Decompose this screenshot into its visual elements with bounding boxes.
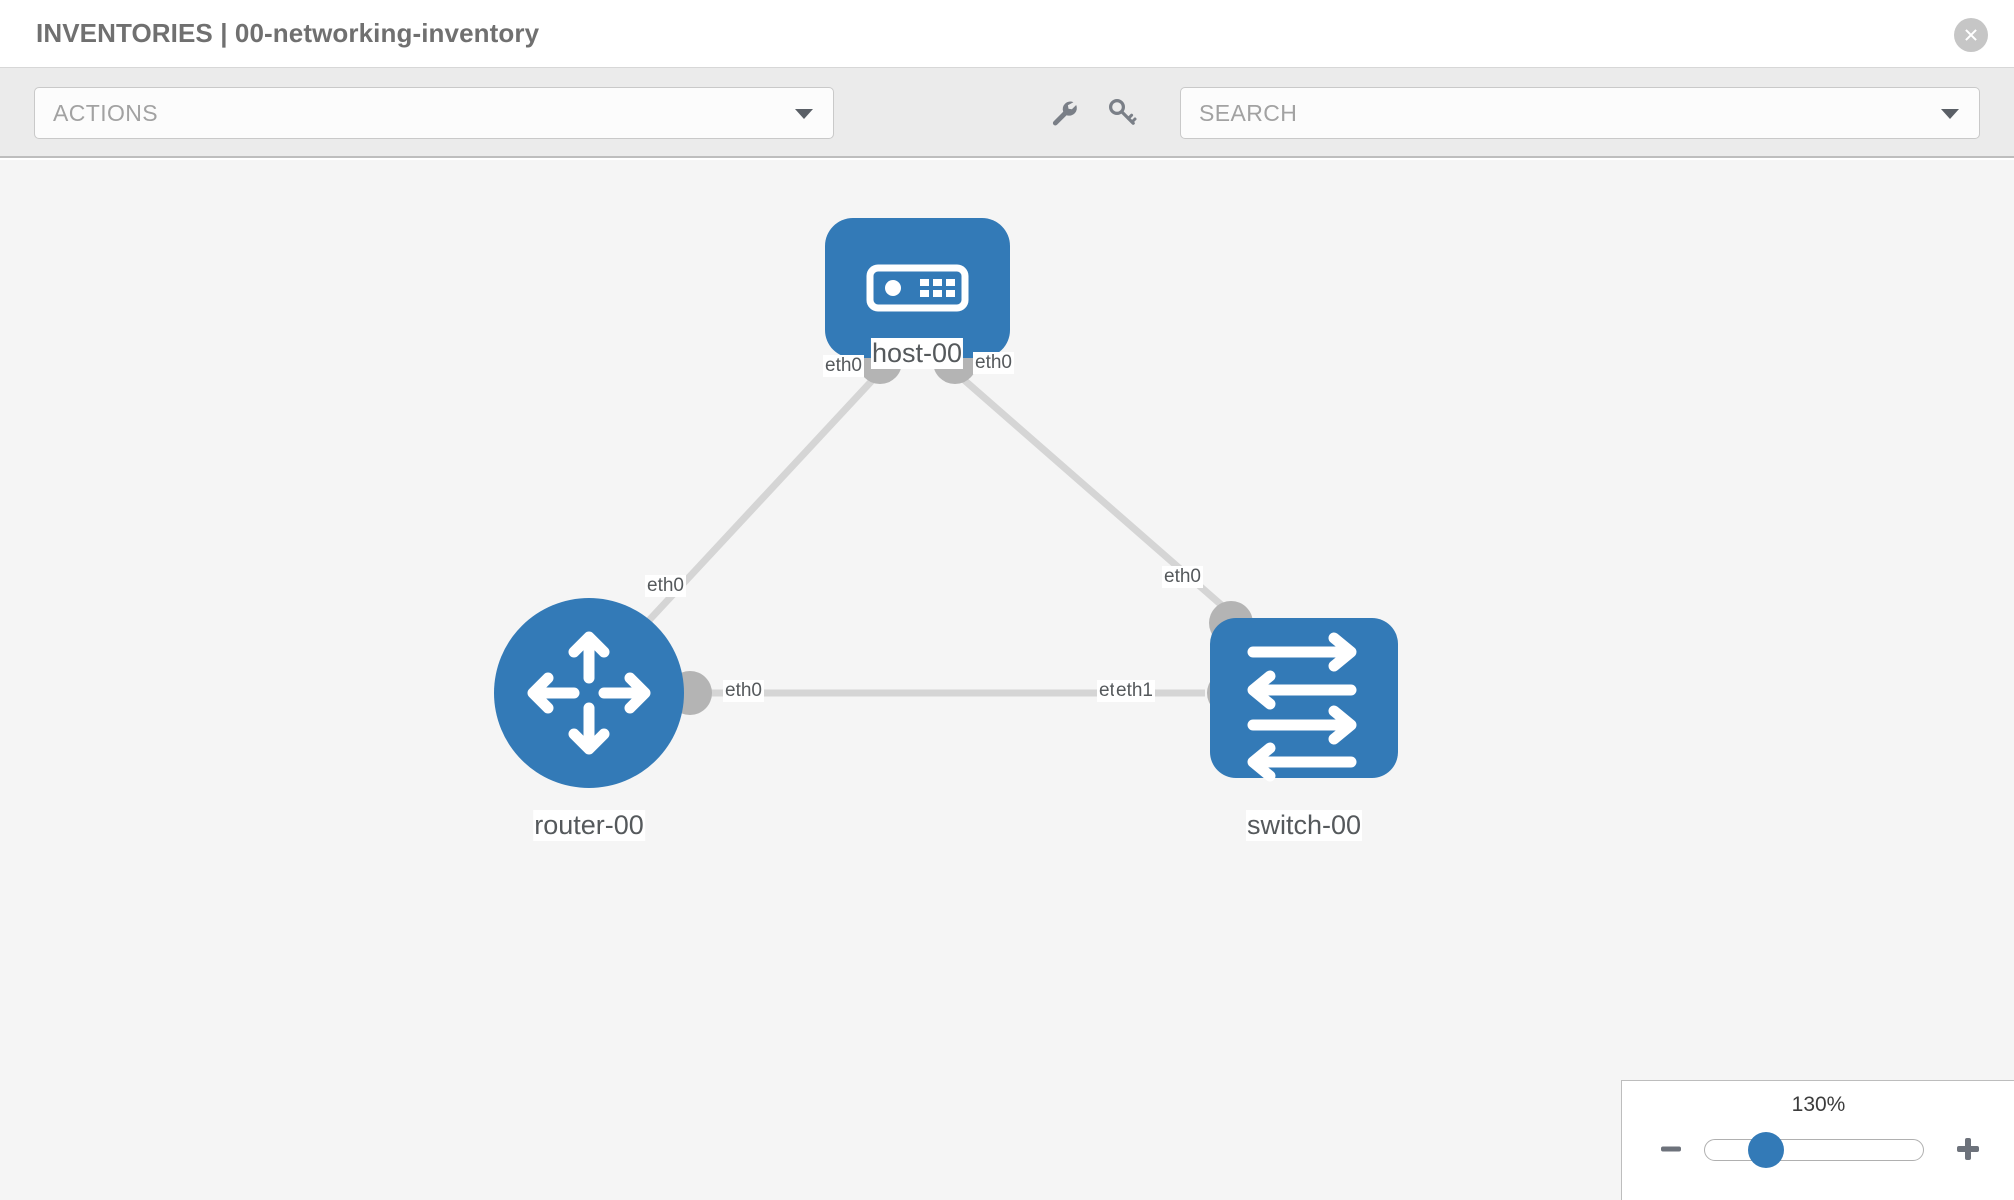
actions-dropdown[interactable]: ACTIONS (34, 87, 834, 139)
host-00-body[interactable] (825, 218, 1010, 358)
topology-graph (494, 218, 1398, 788)
key-icon (1108, 98, 1137, 125)
topology-toolbar: ACTIONS (0, 68, 2014, 158)
search-box[interactable] (1180, 87, 1980, 139)
zoom-in-button[interactable] (1952, 1133, 1984, 1165)
zoom-slider-track[interactable] (1704, 1139, 1924, 1161)
topology-connectors (668, 340, 1253, 715)
key-button[interactable] (1104, 94, 1140, 130)
router-arrows-icon (527, 631, 651, 755)
actions-dropdown-label: ACTIONS (53, 99, 159, 126)
iface-label-switch00-eth0-up[interactable]: eth0 (1162, 566, 1203, 588)
node-host-00[interactable] (825, 218, 1010, 358)
topology-canvas[interactable]: host-00 router-00 switch-00 eth0 eth0 et… (0, 160, 2014, 1200)
chevron-down-icon (795, 109, 813, 119)
zoom-slider-thumb[interactable] (1748, 1132, 1784, 1168)
close-button[interactable] (1954, 18, 1988, 52)
plus-icon (1957, 1138, 1979, 1160)
search-input[interactable] (1199, 99, 1899, 127)
node-router-00[interactable] (494, 598, 684, 788)
zoom-control-panel: 130% (1621, 1080, 2014, 1200)
node-label-host-00[interactable]: host-00 (870, 338, 964, 369)
node-label-switch-00[interactable]: switch-00 (1245, 810, 1363, 841)
node-label-router-00[interactable]: router-00 (533, 810, 645, 841)
server-icon (866, 264, 969, 312)
node-switch-00[interactable] (1210, 618, 1398, 782)
topology-links (637, 369, 1253, 697)
wrench-icon (1052, 101, 1077, 126)
close-icon (1965, 29, 1977, 41)
wrench-button[interactable] (1046, 94, 1082, 130)
switch-00-body[interactable] (1210, 618, 1398, 778)
iface-label-router00-eth0-up[interactable]: eth0 (645, 575, 686, 597)
minus-icon (1661, 1146, 1681, 1152)
zoom-percent-label: 130% (1791, 1093, 1846, 1116)
page-title: INVENTORIES | 00-networking-inventory (36, 18, 540, 48)
iface-label-router00-eth0-right[interactable]: eth0 (723, 680, 764, 702)
zoom-out-button[interactable] (1655, 1133, 1687, 1165)
link-host00-switch00[interactable] (952, 369, 1253, 633)
iface-label-host00-eth0-right[interactable]: eth0 (973, 352, 1014, 374)
router-00-body[interactable] (494, 598, 684, 788)
iface-label-host00-eth0-left[interactable]: eth0 (823, 355, 864, 377)
search-chevron-down-icon[interactable] (1941, 109, 1959, 119)
page-header: INVENTORIES | 00-networking-inventory (0, 0, 2014, 68)
switch-arrows-icon (1247, 632, 1357, 782)
iface-label-switch00-eth1-left[interactable]: eth1 (1114, 680, 1155, 702)
